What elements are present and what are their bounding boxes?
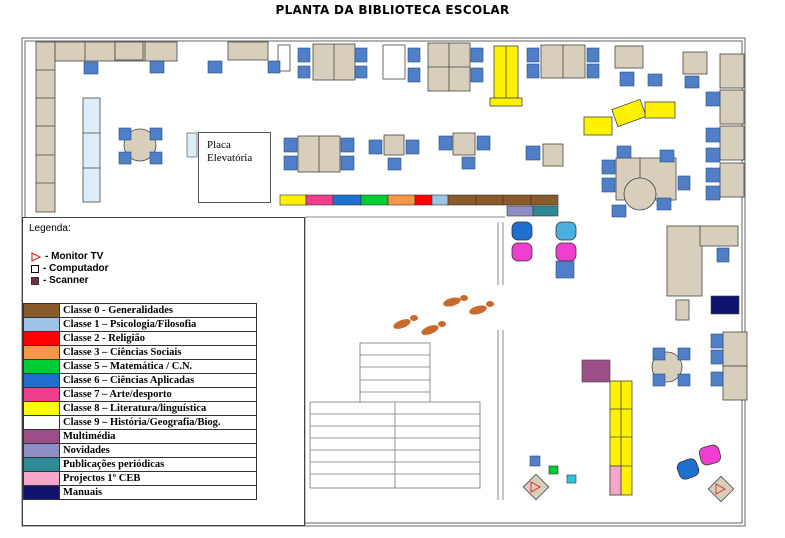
yellow-shelves [489, 45, 676, 496]
legend-class-row: Projectos 1º CEB [23, 471, 257, 486]
footprints [393, 295, 494, 335]
legend-monitor-row: - Monitor TV [31, 251, 103, 262]
legend-class-label: Manuais [59, 485, 257, 500]
legend-class-label: Classe 5 – Matemática / C.N. [59, 359, 257, 374]
legend-color-swatch [23, 485, 60, 500]
legend-color-swatch [23, 443, 60, 458]
legend-class-row: Classe 3 – Ciências Sociais [23, 345, 257, 360]
legend-class-row: Classe 9 – História/Geografia/Biog. [23, 415, 257, 430]
legend-class-row: Classe 7 – Arte/desporto [23, 387, 257, 402]
legend-class-label: Novidades [59, 443, 257, 458]
legend-class-row: Manuais [23, 485, 257, 500]
legend-class-row: Publicações periódicas [23, 457, 257, 472]
legend-class-label: Classe 8 – Literatura/linguística [59, 401, 257, 416]
staircase [309, 342, 481, 489]
legend-class-row: Classe 1 – Psicologia/Filosofia [23, 317, 257, 332]
filled-square-icon [31, 276, 39, 285]
legend-color-swatch [23, 429, 60, 444]
legend-class-label: Publicações periódicas [59, 457, 257, 472]
page-title: PLANTA DA BIBLIOTECA ESCOLAR [275, 3, 510, 17]
legend-class-row: Classe 5 – Matemática / C.N. [23, 359, 257, 374]
legend-color-swatch [23, 373, 60, 388]
scanner-block [581, 359, 611, 383]
legend-scanner-label: - Scanner [43, 275, 89, 286]
legend-color-swatch [23, 345, 60, 360]
legend-heading: Legenda: [29, 223, 71, 234]
legend-class-label: Classe 6 – Ciências Aplicadas [59, 373, 257, 388]
legend-class-row: Classe 2 - Religião [23, 331, 257, 346]
legend-class-label: Classe 2 - Religião [59, 331, 257, 346]
legend-color-swatch [23, 415, 60, 430]
round-tables [123, 128, 683, 383]
interior-walls [304, 216, 505, 526]
legend-color-swatch [23, 303, 60, 318]
legend-class-row: Classe 0 - Generalidades [23, 303, 257, 318]
legend-scanner-row: - Scanner [31, 275, 89, 286]
tv-monitors [522, 473, 735, 503]
legend-computer-label: - Computador [43, 263, 109, 274]
lift-platform: Placa Elevatória [198, 132, 271, 203]
legend-color-swatch [23, 457, 60, 472]
legend-class-label: Multimédia [59, 429, 257, 444]
legend-class-row: Novidades [23, 443, 257, 458]
square-outline-icon [31, 264, 39, 273]
legend-color-swatch [23, 387, 60, 402]
armchairs [511, 221, 722, 480]
legend-class-label: Classe 1 – Psicologia/Filosofia [59, 317, 257, 332]
legend-monitor-label: - Monitor TV [45, 251, 104, 262]
legend-color-swatch [23, 359, 60, 374]
classification-shelf-row [279, 194, 559, 217]
lift-label: Placa Elevatória [207, 139, 253, 164]
legend-color-swatch [23, 317, 60, 332]
legend-class-row: Classe 8 – Literatura/linguística [23, 401, 257, 416]
legend-class-row: Multimédia [23, 429, 257, 444]
legend-color-swatch [23, 331, 60, 346]
legend-computer-row: - Computador [31, 263, 109, 274]
chairs [83, 47, 730, 467]
legend-class-label: Classe 3 – Ciências Sociais [59, 345, 257, 360]
legend-class-label: Classe 7 – Arte/desporto [59, 387, 257, 402]
legend-class-label: Classe 0 - Generalidades [59, 303, 257, 318]
tall-cabinet [186, 132, 198, 158]
stools [548, 465, 577, 484]
manuals-shelf [710, 295, 740, 315]
top-desks [114, 41, 745, 198]
mid-desks [297, 132, 748, 401]
triangle-outline-icon [31, 251, 41, 262]
legend-class-label: Projectos 1º CEB [59, 471, 257, 486]
legend: Legenda: - Monitor TV - Computador - Sca… [22, 217, 305, 526]
legend-color-swatch [23, 401, 60, 416]
legend-class-row: Classe 6 – Ciências Aplicadas [23, 373, 257, 388]
legend-class-label: Classe 9 – História/Geografia/Biog. [59, 415, 257, 430]
legend-color-swatch [23, 471, 60, 486]
